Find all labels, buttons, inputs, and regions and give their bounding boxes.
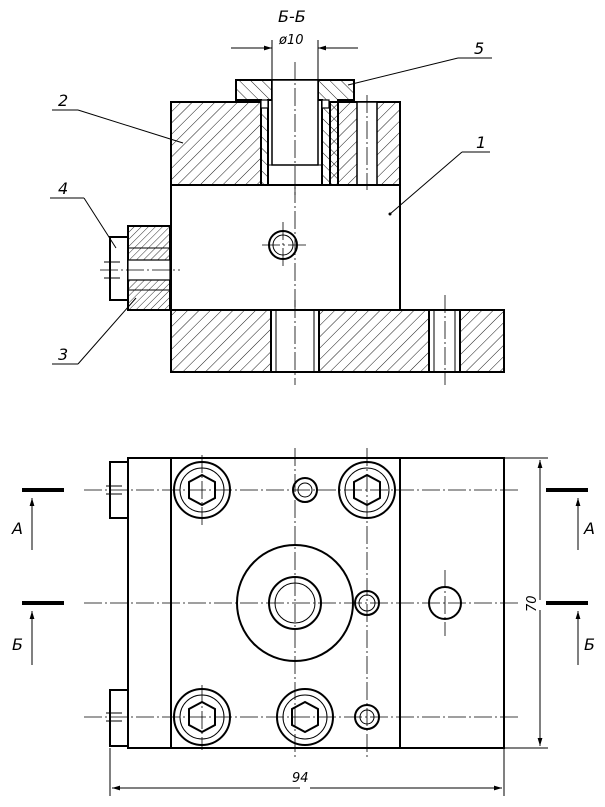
callout-4: 4: [58, 179, 68, 198]
section-mark-a-right: А: [583, 519, 595, 538]
socket-screw-top-right: [338, 461, 396, 519]
height-label: 70: [525, 595, 540, 612]
part-3-4-screw: [100, 225, 180, 311]
height-dimension: 70: [504, 457, 548, 749]
socket-screw-bottom-left: [173, 688, 231, 746]
callout-3: 3: [58, 345, 68, 364]
central-bushing: [236, 544, 354, 662]
callouts-top: 5 2 1 4 3: [50, 39, 492, 365]
socket-screw-top-left: [173, 461, 231, 519]
section-title: Б-Б: [278, 7, 306, 26]
plan-view: А А Б Б 70 94: [11, 448, 595, 796]
callout-1: 1: [476, 133, 486, 152]
section-mark-a-left: А: [11, 519, 23, 538]
width-dimension: 94: [109, 748, 505, 796]
callout-2: 2: [58, 91, 68, 110]
through-hole-right: [428, 586, 462, 620]
pin-hole-middle: [354, 590, 380, 616]
edge-screw-bottom: [106, 689, 129, 747]
section-view: Б-Б ø10: [50, 7, 505, 385]
pin-hole-top: [292, 477, 318, 503]
socket-screw-bottom-middle: [276, 688, 334, 746]
pin-hole-bottom: [354, 704, 380, 730]
width-label: 94: [292, 771, 309, 786]
diameter-dimension: ø10: [231, 33, 358, 82]
section-mark-b: Б Б: [12, 601, 595, 665]
section-mark-b-left: Б: [12, 635, 23, 654]
base-plate: [170, 295, 505, 385]
part-1-body: [170, 184, 401, 311]
section-mark-b-right: Б: [584, 635, 595, 654]
callout-5: 5: [474, 39, 484, 58]
diameter-label: ø10: [278, 33, 304, 48]
part-2-left-block: [170, 101, 262, 186]
section-mark-a: А А: [11, 488, 595, 550]
